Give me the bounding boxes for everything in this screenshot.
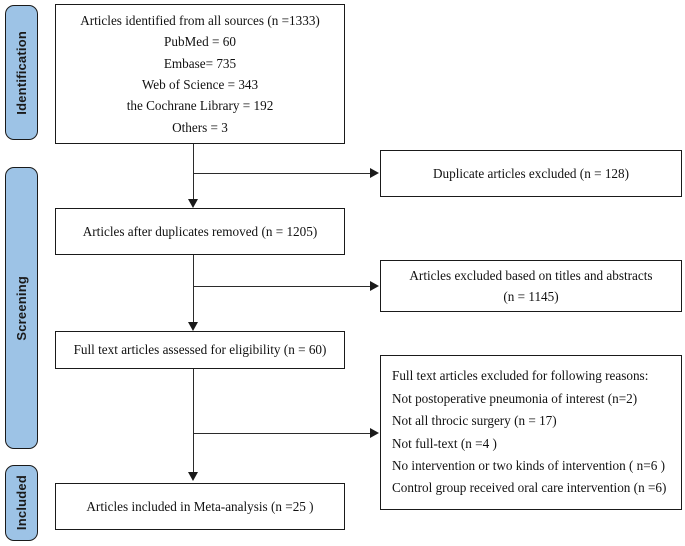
arrowhead-right-excluded-titles-abstracts — [370, 280, 379, 291]
box-line: Full text articles assessed for eligibil… — [73, 342, 327, 358]
box-line: the Cochrane Library = 192 — [126, 98, 274, 114]
box-line: Full text articles excluded for followin… — [392, 368, 649, 384]
box-line: Others = 3 — [172, 119, 228, 135]
arrowhead-down-after-duplicates — [187, 199, 198, 208]
box-line: Embase= 735 — [163, 55, 237, 71]
stage-bar-screening: Screening — [5, 167, 38, 449]
box-line: Articles after duplicates removed (n = 1… — [82, 223, 318, 239]
connector-branch-to-full-text-excluded — [193, 433, 371, 434]
box-line: Not full-text (n =4 ) — [392, 435, 497, 451]
box-line: No intervention or two kinds of interven… — [392, 457, 665, 473]
box-articles-identified: Articles identified from all sources (n … — [55, 4, 345, 144]
stage-label-screening: Screening — [14, 275, 29, 341]
connector-branch-to-duplicates-excluded — [193, 173, 371, 174]
box-line: Control group received oral care interve… — [392, 480, 667, 496]
box-line: Not all throcic surgery (n = 17) — [392, 413, 557, 429]
stage-bar-identification: Identification — [5, 5, 38, 140]
arrowhead-down-included-meta — [187, 472, 198, 481]
box-line: (n = 1145) — [503, 289, 559, 304]
box-articles-excluded-titles-abstracts: Articles excluded based on titles and ab… — [380, 260, 682, 312]
stage-label-identification: Identification — [14, 30, 29, 115]
box-line: PubMed = 60 — [164, 34, 236, 50]
box-full-text-articles-assessed: Full text articles assessed for eligibil… — [55, 331, 345, 369]
box-line: Articles included in Meta-analysis (n =2… — [86, 498, 314, 514]
stage-bar-included: Included — [5, 465, 38, 541]
box-articles-included-meta-analysis: Articles included in Meta-analysis (n =2… — [55, 483, 345, 530]
arrowhead-right-duplicates-excluded — [370, 167, 379, 178]
stage-label-included: Included — [14, 475, 29, 531]
box-line: Duplicate articles excluded (n = 128) — [432, 165, 630, 181]
box-full-text-articles-excluded-reasons: Full text articles excluded for followin… — [380, 355, 682, 510]
box-articles-after-duplicates-removed: Articles after duplicates removed (n = 1… — [55, 208, 345, 255]
box-line: Articles identified from all sources (n … — [80, 12, 320, 28]
arrowhead-right-full-text-excluded — [370, 427, 379, 438]
connector-full-text-to-included — [193, 369, 194, 475]
connector-after-duplicates-to-full-text — [193, 255, 194, 325]
arrowhead-down-full-text-assessed — [187, 322, 198, 331]
box-duplicate-articles-excluded: Duplicate articles excluded (n = 128) — [380, 150, 682, 197]
connector-branch-to-excluded-titles-abstracts — [193, 286, 371, 287]
box-line: Articles excluded based on titles and ab… — [409, 267, 653, 283]
box-line: Not postoperative pneumonia of interest … — [392, 390, 638, 406]
box-line: Web of Science = 343 — [141, 77, 259, 92]
